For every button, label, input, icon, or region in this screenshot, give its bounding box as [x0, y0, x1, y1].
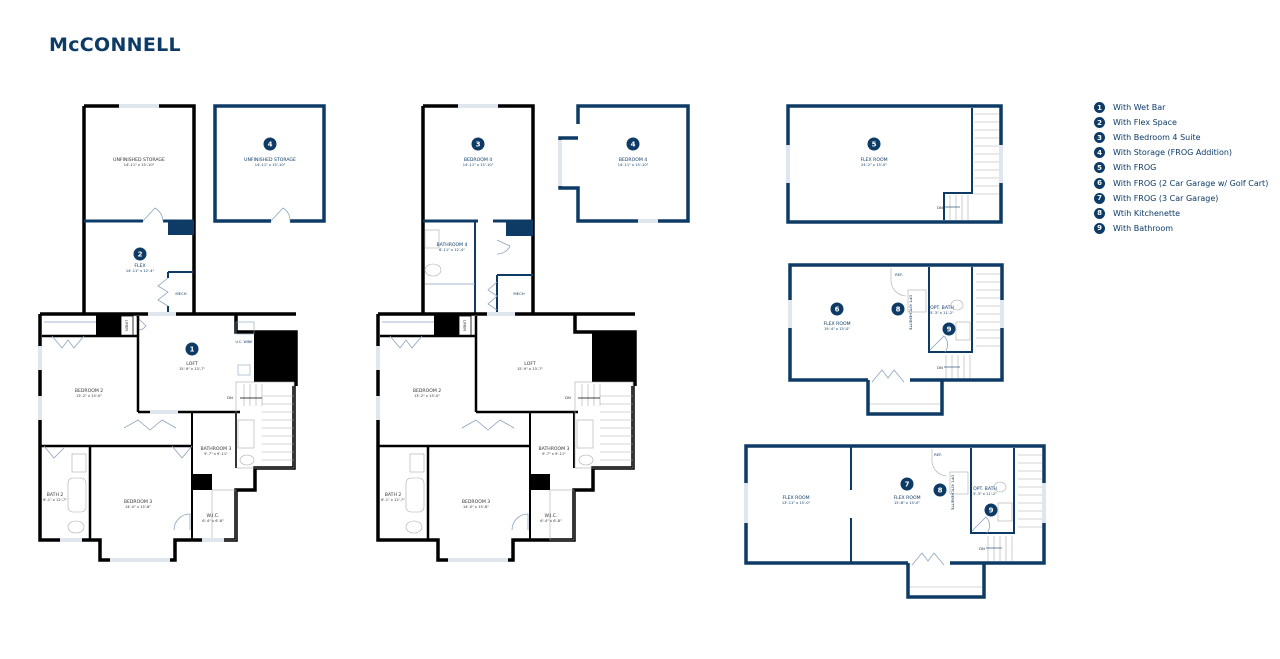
- option-badge-8: 8: [891, 302, 905, 316]
- kitchenette-label-7: OPT. KITCHENETTE: [950, 474, 956, 511]
- frog-5: [786, 104, 1003, 224]
- stair-down-label-b: DN: [565, 395, 571, 400]
- linen-closet: LINEN: [124, 319, 130, 332]
- frog-7: [744, 444, 1046, 599]
- room-wic: W.I.C.6'-4" x 6'-8": [202, 514, 224, 524]
- option-badge-5: 5: [867, 137, 881, 151]
- legend-badge: 4: [1094, 147, 1105, 159]
- stair-down-label-6: DN: [937, 365, 943, 370]
- option-badge-4: 4: [263, 137, 277, 151]
- refrigerator-label-7: REF.: [934, 452, 942, 457]
- option-badge-8-b: 8: [933, 483, 947, 497]
- option-badge-4-b: 4: [626, 137, 640, 151]
- frog-6: [788, 263, 1004, 416]
- stair-down-label: DN: [227, 395, 233, 400]
- legend-badge: 5: [1094, 162, 1105, 174]
- stair-down-label-5: DN: [937, 205, 943, 210]
- plan-b: [376, 104, 690, 562]
- option-badge-3: 3: [471, 137, 485, 151]
- linen-closet-b: LINEN: [462, 319, 468, 332]
- room-mech-b: MECH: [513, 291, 525, 296]
- option-badge-7: 7: [900, 477, 914, 491]
- kitchenette-label-6: OPT. KITCHENETTE: [908, 294, 914, 331]
- legend-badge: 7: [1094, 192, 1105, 204]
- wine-cooler: U.C. WINE: [235, 340, 253, 344]
- option-badge-1: 1: [185, 342, 199, 356]
- option-badge-9: 9: [942, 322, 956, 336]
- legend-badge: 2: [1094, 117, 1105, 129]
- legend-badge: 9: [1094, 222, 1105, 234]
- legend-badge: 8: [1094, 207, 1105, 219]
- plan-a: [38, 104, 326, 562]
- room-mech: MECH: [175, 291, 187, 296]
- option-badge-9-b: 9: [984, 503, 998, 517]
- option-badge-6: 6: [830, 302, 844, 316]
- option-badge-2: 2: [133, 247, 147, 261]
- page-title: McCONNELL: [49, 34, 181, 56]
- legend-badge: 6: [1094, 177, 1105, 189]
- legend-badge: 3: [1094, 132, 1105, 144]
- room-wic-b: W.I.C.6'-4" x 6'-8": [540, 514, 562, 524]
- legend-badge: 1: [1094, 102, 1105, 114]
- stair-down-label-7: DN: [979, 546, 985, 551]
- refrigerator-label-6: REF.: [895, 272, 903, 277]
